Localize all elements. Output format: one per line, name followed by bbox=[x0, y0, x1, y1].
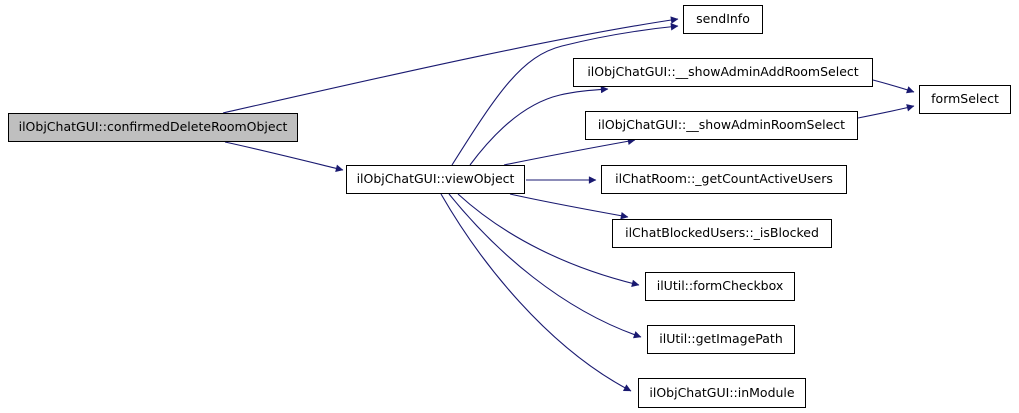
edge-viewObject-to-formCheckbox bbox=[457, 193, 640, 287]
node-is-blocked[interactable]: ilChatBlockedUsers::_isBlocked bbox=[612, 219, 832, 248]
edge-viewObject-to-showAdminRoomSelect bbox=[503, 137, 636, 166]
edge-viewObject-to-sendInfo bbox=[451, 22, 679, 166]
edge-viewObject-to-getImagePath bbox=[448, 193, 642, 339]
edge-showAdminRoomSelect-to-formSelect bbox=[857, 104, 915, 119]
edge-viewObject-to-inModule bbox=[440, 193, 632, 392]
node-send-info[interactable]: sendInfo bbox=[683, 5, 763, 34]
node-in-module[interactable]: ilObjChatGUI::inModule bbox=[638, 378, 806, 408]
node-form-checkbox[interactable]: ilUtil::formCheckbox bbox=[645, 272, 795, 301]
edge-confirmedDeleteRoomObject-to-sendInfo bbox=[222, 16, 679, 114]
node-get-count-active-users[interactable]: ilChatRoom::_getCountActiveUsers bbox=[601, 165, 847, 194]
edge-showAdminAddRoomSelect-to-formSelect bbox=[872, 79, 915, 94]
node-confirmed-delete-room-object[interactable]: ilObjChatGUI::confirmedDeleteRoomObject bbox=[8, 113, 298, 142]
node-get-image-path[interactable]: ilUtil::getImagePath bbox=[647, 325, 795, 354]
edge-viewObject-to-isBlocked bbox=[509, 193, 629, 220]
node-view-object[interactable]: ilObjChatGUI::viewObject bbox=[346, 165, 525, 194]
edge-viewObject-to-showAdminAddRoomSelect bbox=[469, 85, 609, 166]
node-show-admin-room-select[interactable]: ilObjChatGUI::__showAdminRoomSelect bbox=[585, 111, 858, 140]
edge-confirmedDeleteRoomObject-to-viewObject bbox=[224, 141, 344, 172]
node-form-select[interactable]: formSelect bbox=[919, 85, 1011, 114]
node-show-admin-add-room-select[interactable]: ilObjChatGUI::__showAdminAddRoomSelect bbox=[573, 58, 873, 87]
